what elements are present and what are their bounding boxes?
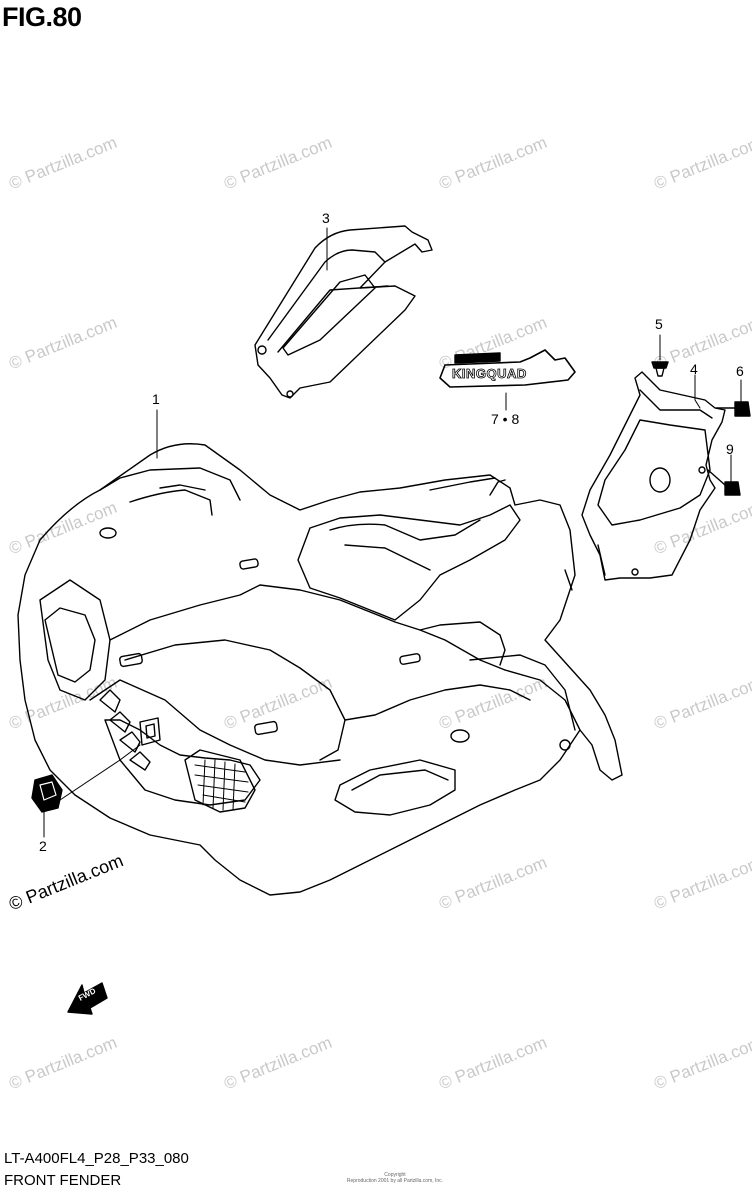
part-6-screw[interactable] [715,401,751,417]
copyright-line-1: Copyright [384,1172,406,1178]
copyright-line-2: Reproduction 2001 by all Partzilla.com, … [346,1178,444,1184]
figure-title: FIG.80 [2,2,82,32]
callout-5[interactable]: 5 [655,316,663,332]
callout-7-8[interactable]: 7 • 8 [491,411,520,427]
grill-mesh [194,759,249,811]
part-4-front-cover[interactable] [581,371,726,581]
decal-text: KINGQUAD [452,366,527,382]
part-7-8-decal[interactable] [439,349,576,388]
callout-6[interactable]: 6 [736,363,744,379]
part-2-emblem[interactable] [31,717,161,813]
callout-1[interactable]: 1 [152,391,160,407]
diagram-code: LT-A400FL4_P28_P33_080 [4,1150,189,1167]
callout-3[interactable]: 3 [322,210,330,226]
part-1-front-fender[interactable] [17,443,623,896]
callout-9[interactable]: 9 [726,441,734,457]
callout-2[interactable]: 2 [39,838,47,854]
leader-lines [43,227,742,838]
fwd-arrow-icon [67,982,108,1015]
callout-4[interactable]: 4 [690,361,698,377]
part-5-clip[interactable] [651,361,669,377]
part-9-screw[interactable] [707,469,741,496]
copyright-note: Copyright Reproduction 2001 by all Partz… [335,1172,455,1184]
part-3-side-panel[interactable] [254,225,433,399]
diagram-name: FRONT FENDER [4,1172,122,1189]
